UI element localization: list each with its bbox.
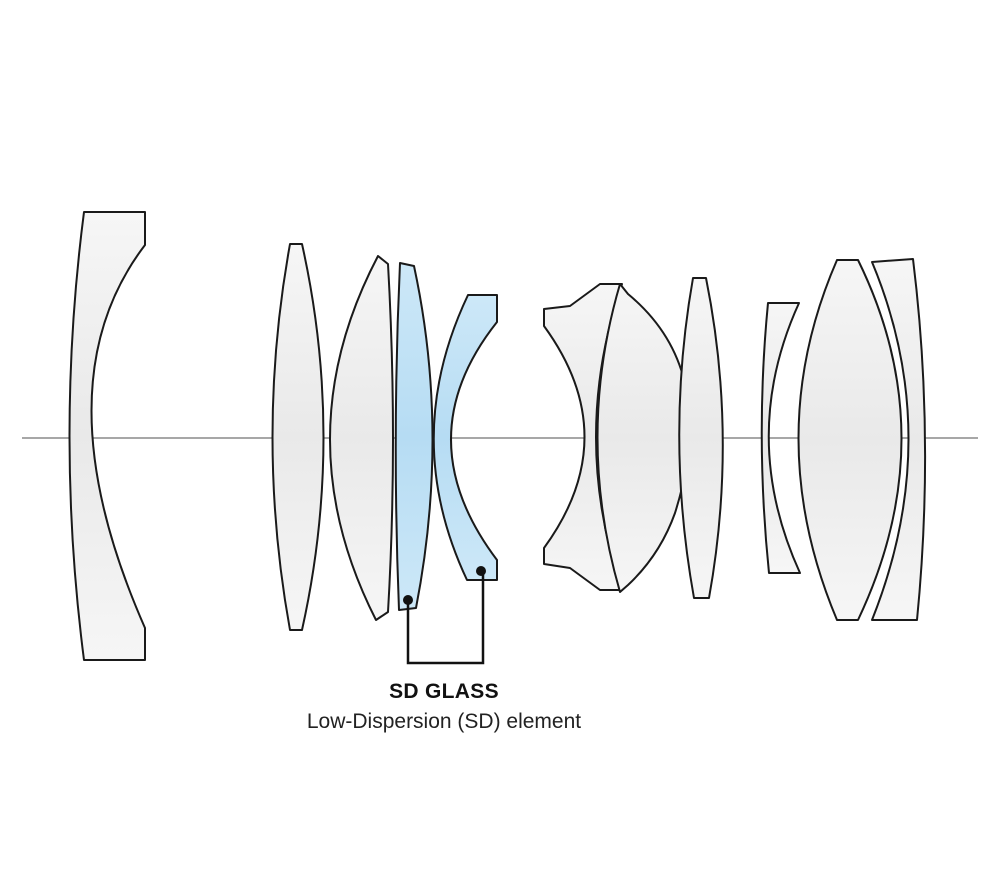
callout-subtitle: Low-Dispersion (SD) element bbox=[306, 710, 582, 733]
lens-element-7 bbox=[596, 283, 691, 593]
callout-title: SD GLASS bbox=[389, 680, 499, 703]
lens-element-3 bbox=[329, 255, 394, 621]
callout-dot-element-5 bbox=[476, 566, 486, 576]
lens-element-11 bbox=[871, 258, 927, 621]
callout-leader-line bbox=[406, 571, 485, 665]
lens-element-2 bbox=[271, 243, 325, 631]
lens-element-10 bbox=[797, 259, 903, 621]
lens-element-9 bbox=[760, 302, 801, 574]
lens-element-5-sd bbox=[432, 294, 498, 581]
lens-element-8 bbox=[678, 277, 724, 599]
lens-element-4-sd bbox=[394, 262, 434, 611]
callout-dot-element-4 bbox=[403, 595, 413, 605]
lens-element-1 bbox=[68, 211, 146, 661]
